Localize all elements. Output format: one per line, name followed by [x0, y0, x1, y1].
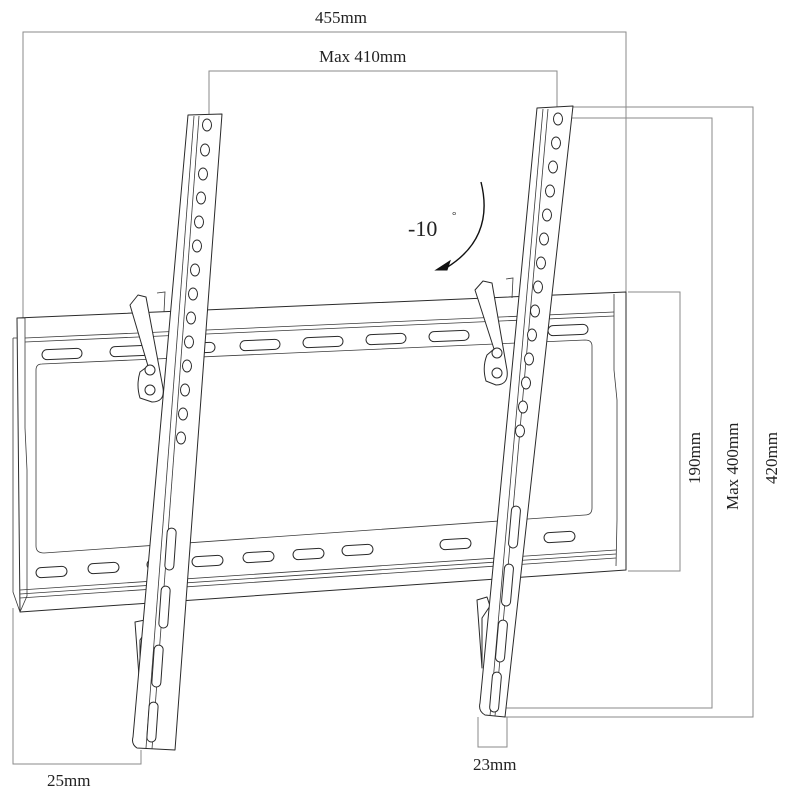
dimension-wall-clearance-left: 25mm — [47, 771, 91, 790]
tilt-angle-label: -10 — [408, 216, 438, 241]
dimension-arm-height: 420mm — [762, 432, 781, 484]
dimension-wall-plate-height: 190mm — [685, 432, 704, 484]
left-arm-holes — [176, 118, 212, 445]
degree-symbol: ° — [452, 210, 457, 222]
tilt-arrow — [434, 181, 485, 271]
right-arm-holes — [515, 112, 563, 438]
dimension-wall-clearance-right: 23mm — [473, 755, 517, 774]
dimension-overall-width: 455mm — [315, 8, 367, 27]
dimension-lines — [12, 31, 754, 765]
right-arm — [474, 105, 574, 718]
left-arm — [129, 113, 223, 751]
dimension-max-vesa-height: Max 400mm — [723, 422, 742, 510]
dimension-max-vesa-width: Max 410mm — [319, 47, 407, 66]
